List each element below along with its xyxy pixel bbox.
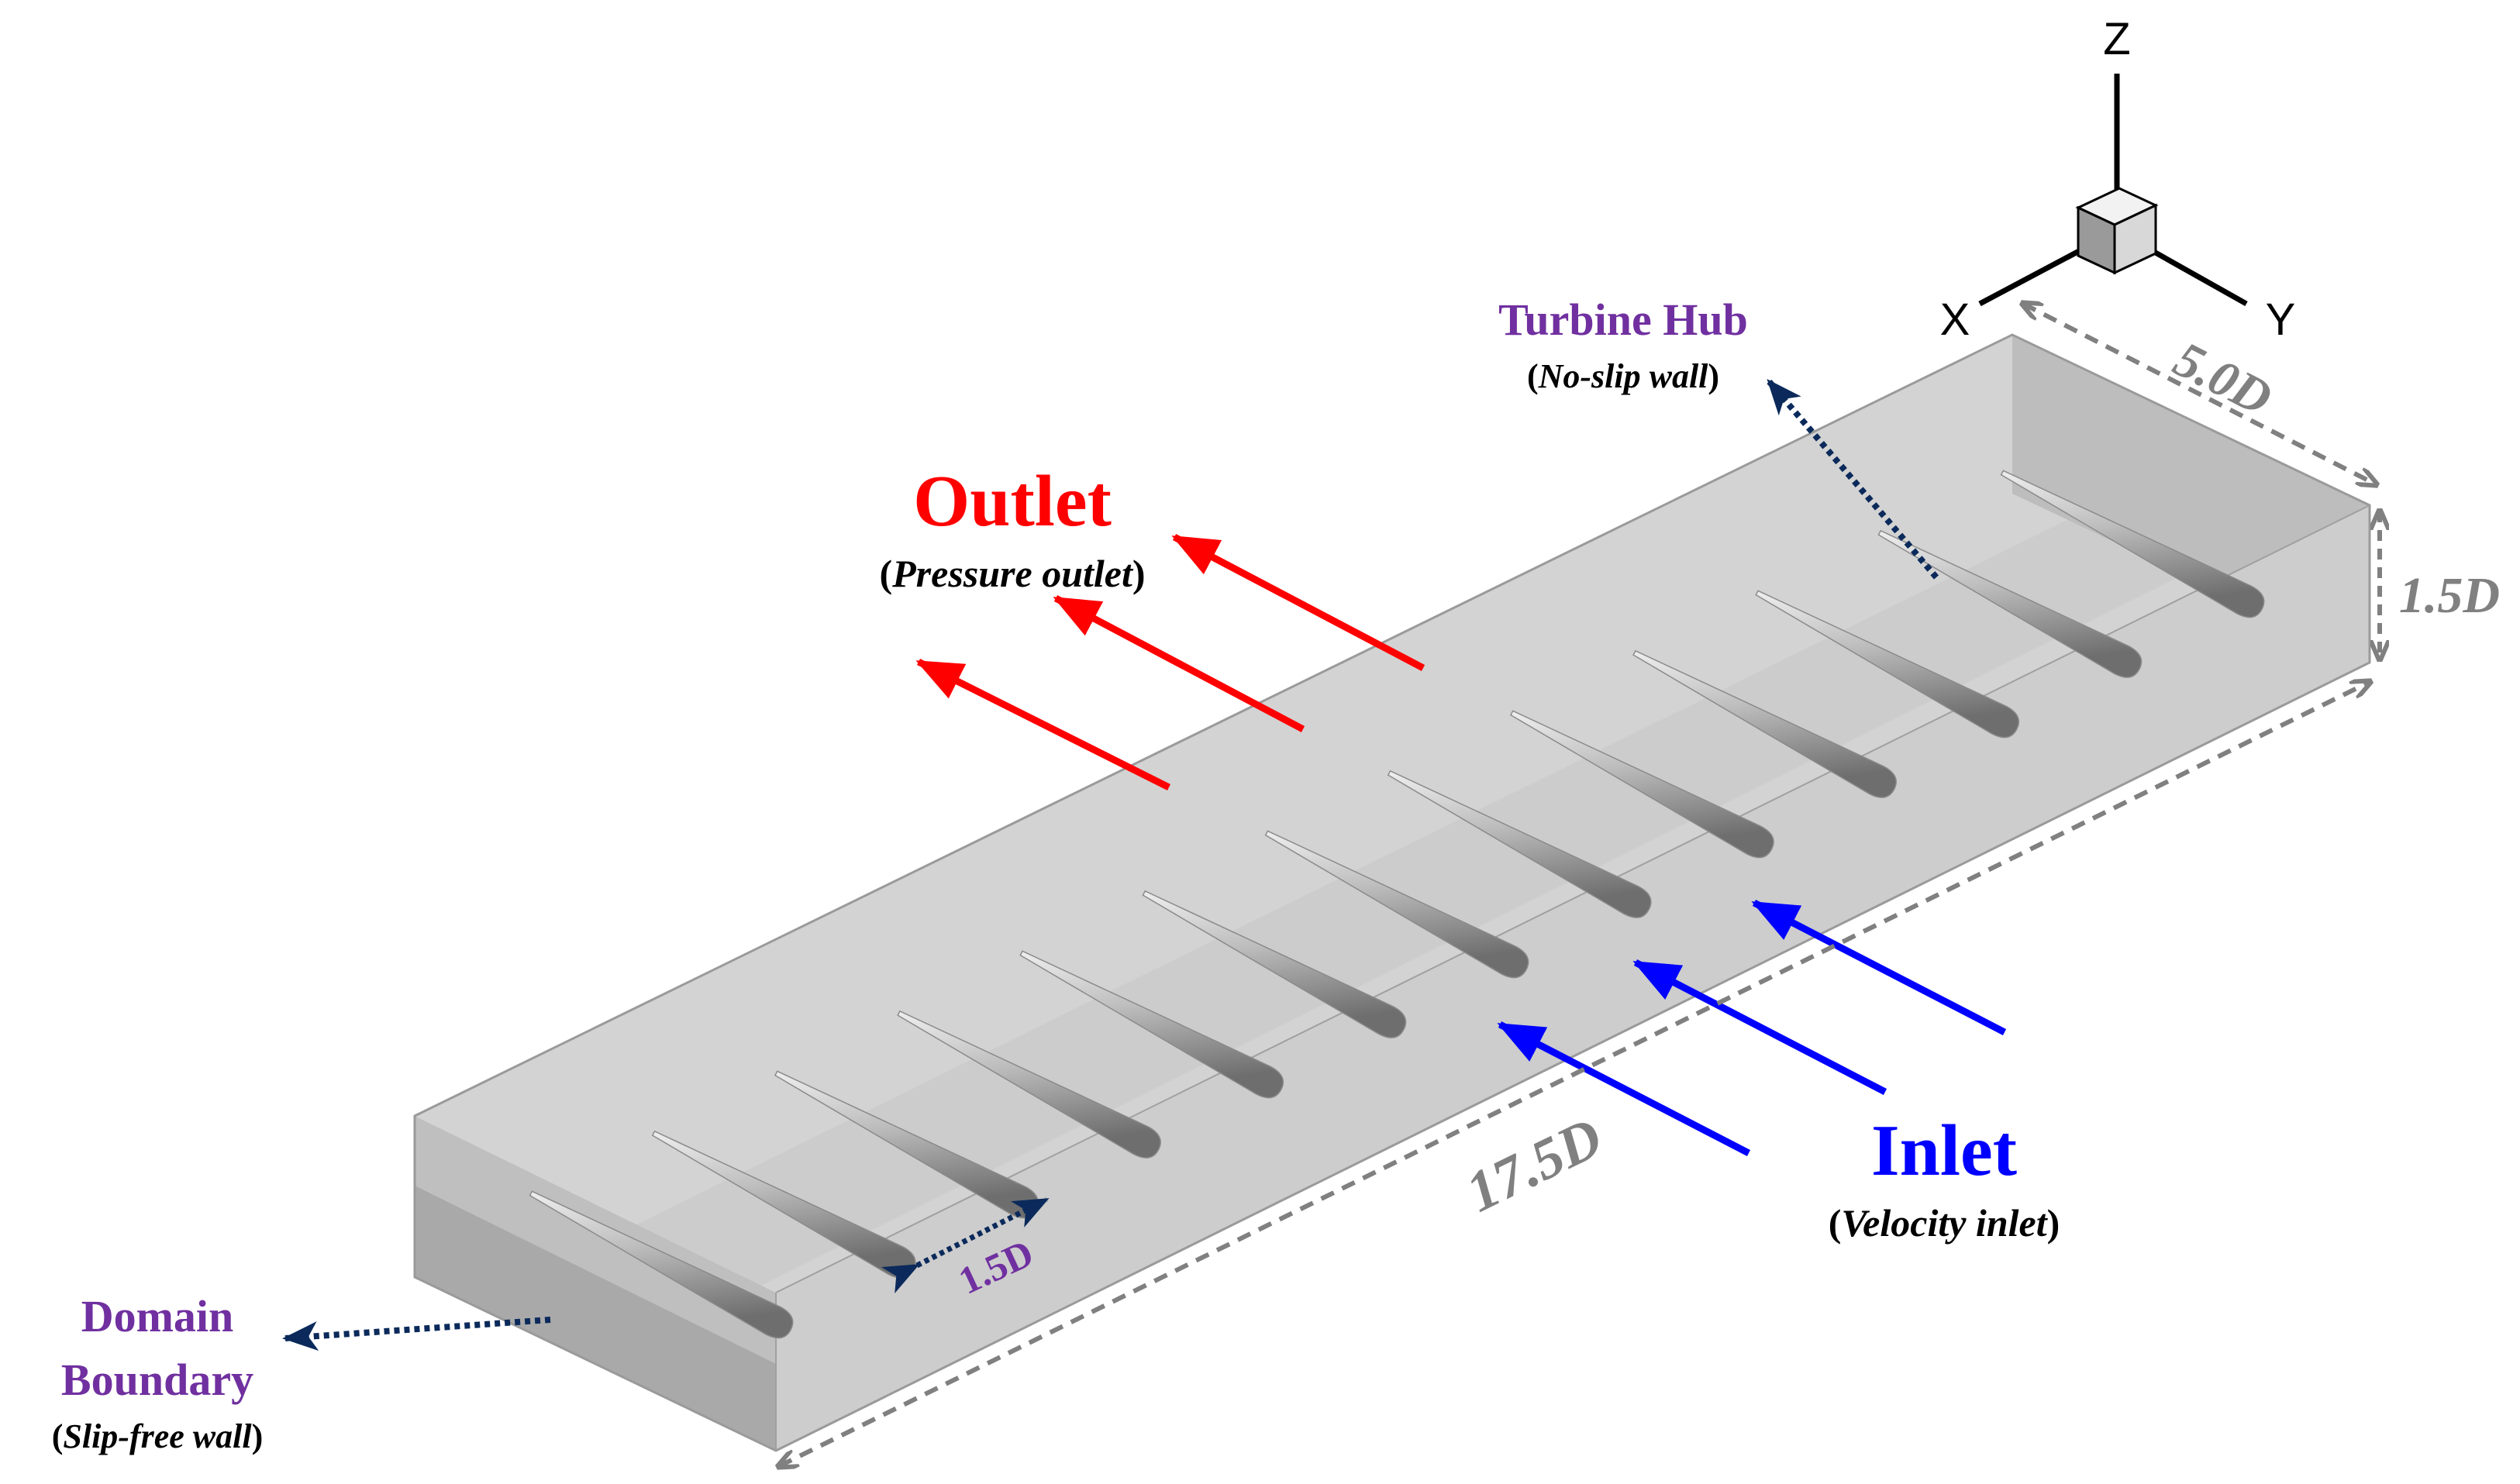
hub-label: Turbine Hub — [1498, 294, 1748, 345]
domain-label-line2: Boundary — [61, 1355, 253, 1405]
length-dimension-label: 17.5D — [1456, 1105, 1612, 1224]
domain-label-line1: Domain — [81, 1291, 234, 1341]
width-dimension-label: 5.0D — [2165, 331, 2280, 427]
y-axis-label: Y — [2266, 294, 2296, 345]
turbine-hub — [2000, 470, 2265, 618]
outlet-label: Outlet — [913, 461, 1112, 542]
spacing-dimension-line — [881, 1196, 1050, 1293]
turbine-hub — [1877, 529, 2143, 678]
hub-pointer-arrow — [1766, 378, 1939, 580]
domain-sublabel: (Slip-free wall) — [52, 1417, 264, 1455]
outlet-arrow-1 — [915, 658, 1171, 791]
axis-cube-icon — [2075, 187, 2159, 275]
z-axis-label: Z — [2103, 14, 2130, 64]
domain-pointer-arrow — [282, 1317, 551, 1351]
length-dimension-line — [779, 682, 2370, 1466]
inlet-sublabel: (Velocity inlet) — [1829, 1201, 2060, 1245]
x-axis-label: X — [1940, 294, 1970, 345]
inlet-label: Inlet — [1871, 1110, 2017, 1191]
outlet-sublabel: (Pressure outlet) — [879, 552, 1145, 595]
hub-sublabel: (No-slip wall) — [1527, 357, 1719, 395]
axis-triad: Z X Y — [1940, 14, 2296, 345]
outlet-arrow-2 — [1053, 595, 1305, 732]
height-dimension-label: 1.5D — [2399, 567, 2500, 624]
width-dimension-line — [2023, 304, 2376, 484]
box-left-face-shade — [415, 1186, 776, 1451]
outlet-arrow-3 — [1171, 534, 1425, 671]
box-outline — [413, 333, 2371, 1452]
